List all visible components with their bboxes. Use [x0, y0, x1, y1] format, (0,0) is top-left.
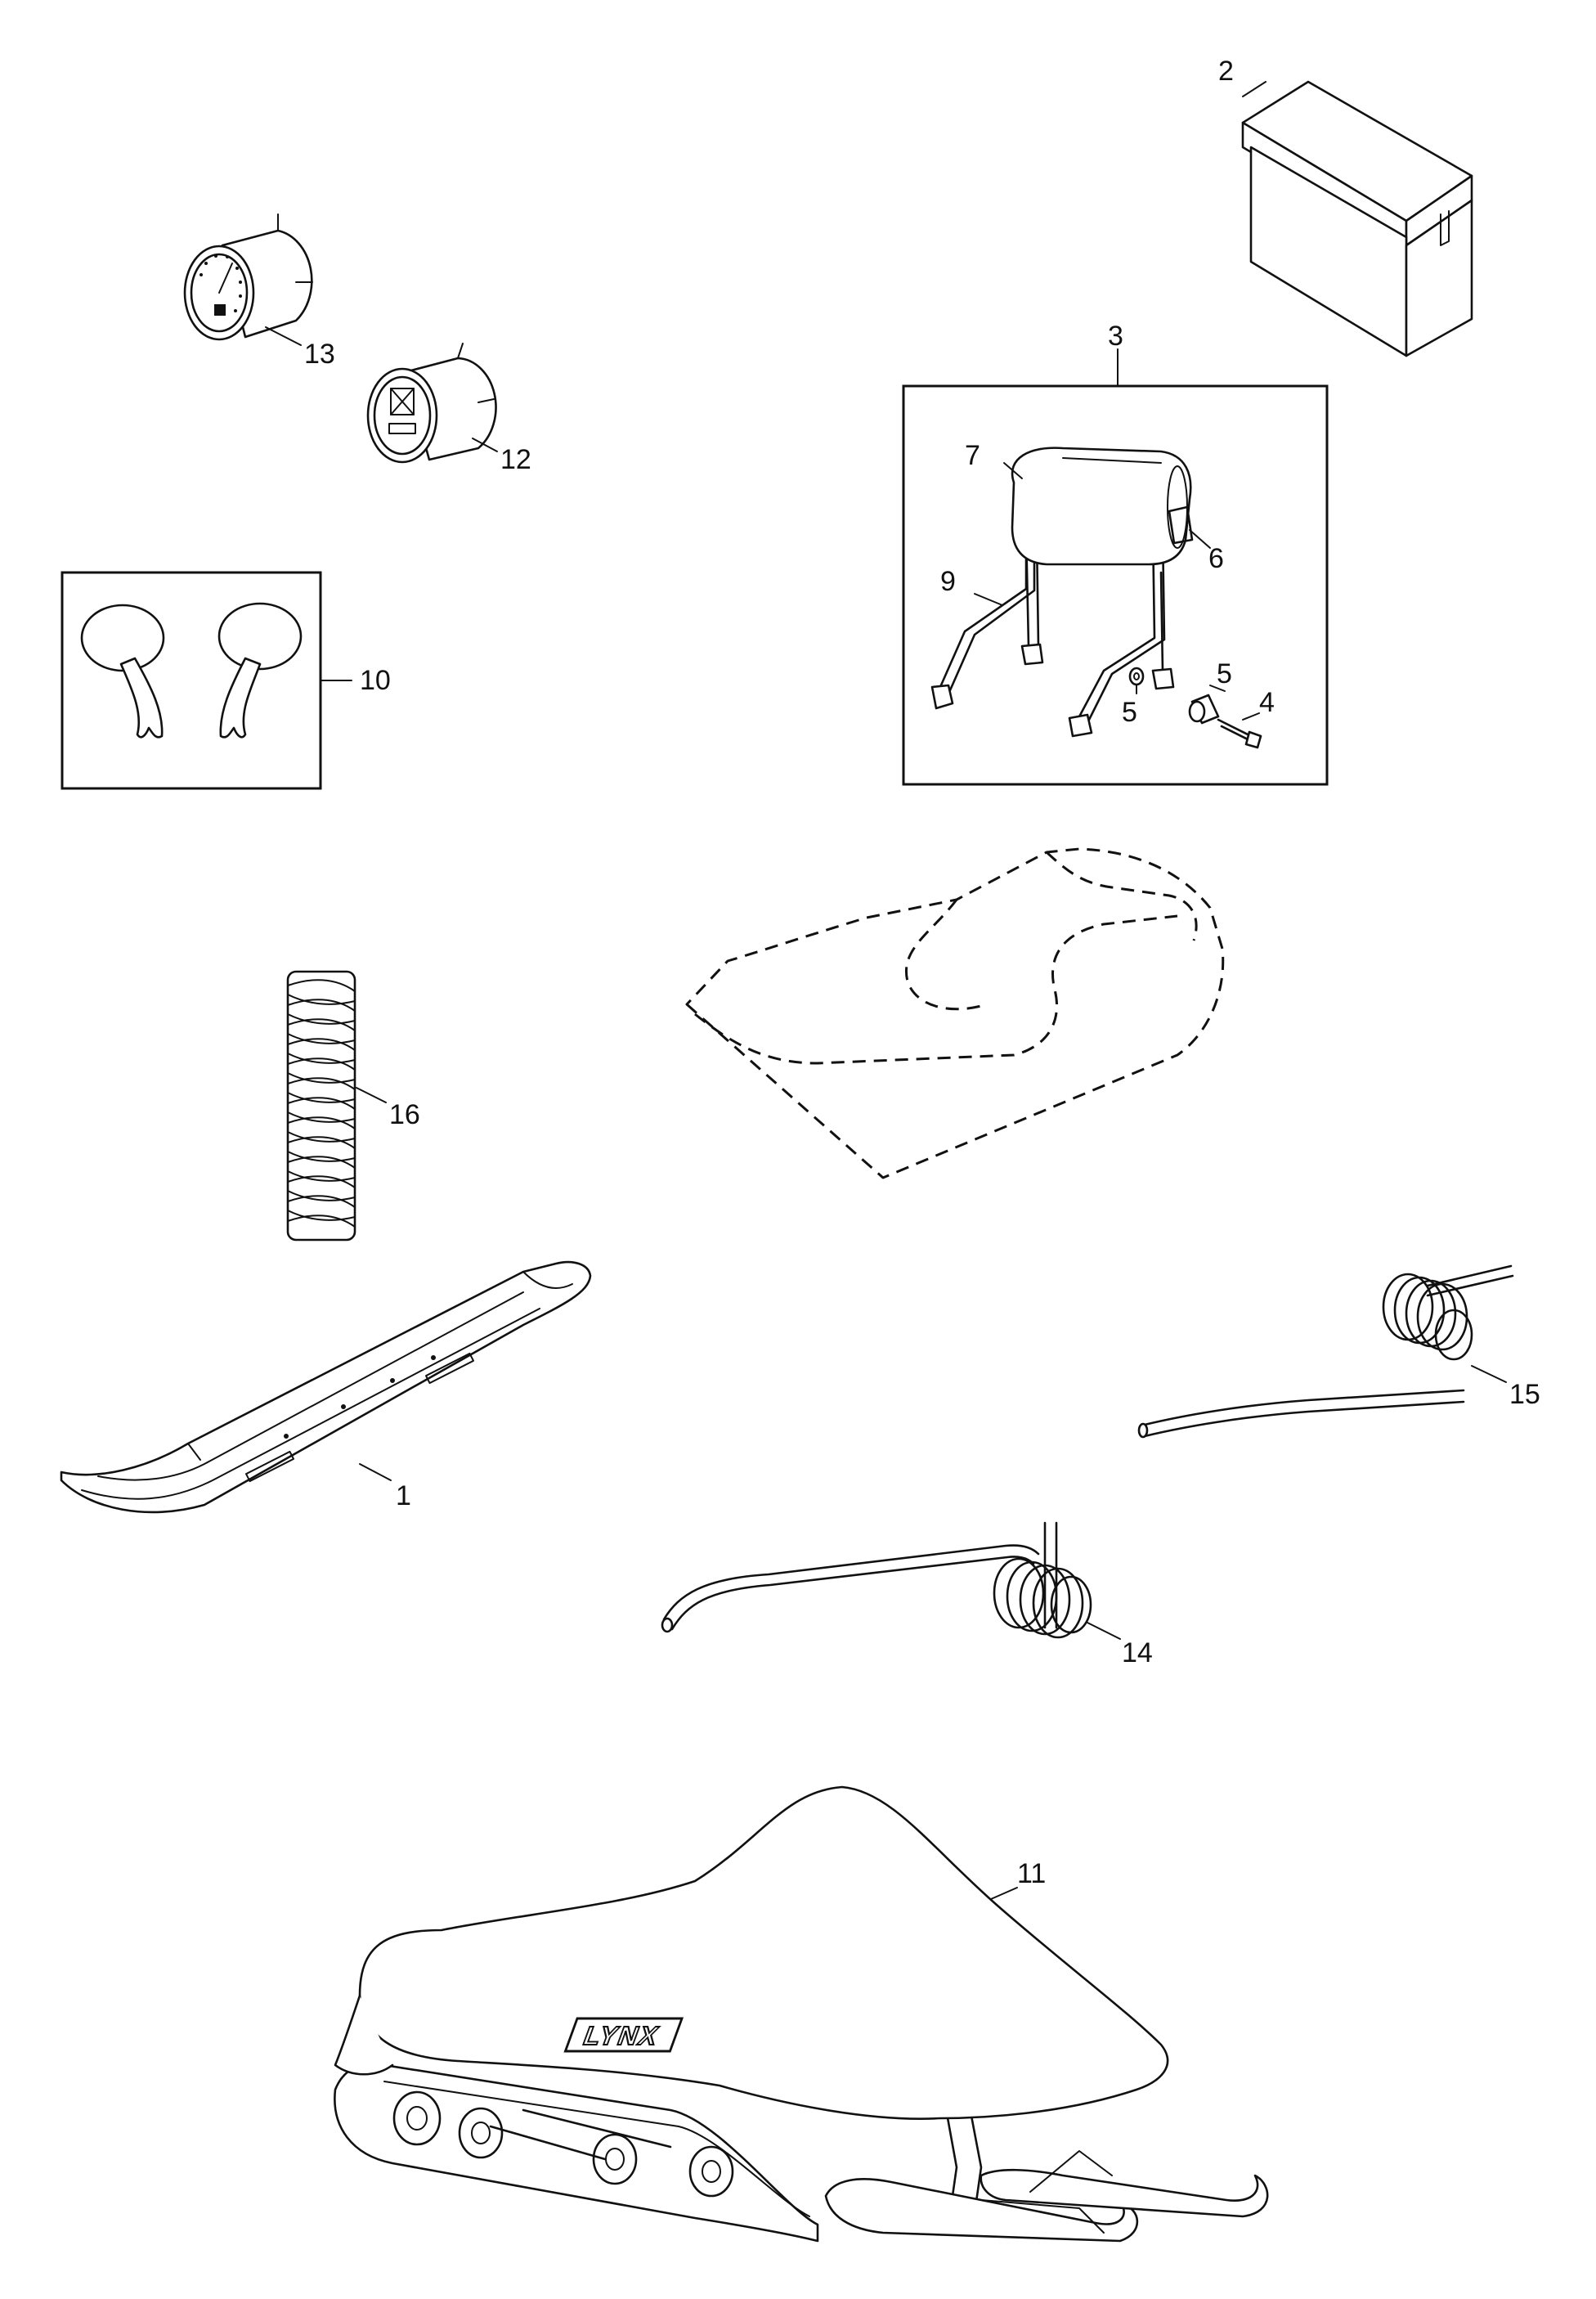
- callout-16: 16: [389, 1099, 420, 1130]
- callout-3: 3: [1108, 321, 1123, 352]
- callout-5b: 5: [1122, 697, 1137, 728]
- callout-1: 1: [396, 1480, 411, 1511]
- ski-icon: [60, 1260, 592, 1514]
- storage-box-icon: [1241, 80, 1473, 357]
- callout-6: 6: [1208, 543, 1224, 574]
- leader-15: [1471, 1365, 1507, 1383]
- callout-5a: 5: [1217, 658, 1232, 689]
- lynx-logo: LYNX: [563, 2017, 684, 2053]
- torsion-spring-left-icon: [661, 1521, 1092, 1639]
- callout-9: 9: [940, 566, 956, 597]
- leader-2: [1242, 81, 1266, 97]
- leader-7: [1003, 462, 1023, 479]
- backrest-cushion-icon: [1011, 447, 1192, 566]
- callout-4: 4: [1259, 687, 1275, 718]
- torsion-spring-right-icon: [1137, 1264, 1514, 1439]
- backrest-kit-icon: [930, 447, 1262, 749]
- leader-1: [359, 1463, 392, 1481]
- callout-11: 11: [1017, 1858, 1046, 1889]
- leader-5a: [1209, 685, 1226, 692]
- leader-9: [974, 593, 1003, 606]
- washer-spacer-icon: [1128, 667, 1220, 725]
- coil-spring-icon: [286, 970, 356, 1242]
- callout-13: 13: [304, 339, 335, 370]
- backrest-pad-icon: [1168, 505, 1194, 545]
- callout-7: 7: [965, 440, 980, 471]
- backrest-kit-frame: [902, 384, 1329, 786]
- callout-14: 14: [1122, 1637, 1153, 1668]
- callout-2: 2: [1218, 56, 1234, 87]
- leader-14: [1087, 1622, 1121, 1640]
- leader-16: [356, 1087, 387, 1103]
- mirror-kit-frame: [61, 571, 322, 790]
- callout-10: 10: [360, 665, 391, 696]
- gauge-icon: [366, 343, 497, 464]
- leader-13: [265, 326, 302, 346]
- tachometer-icon: [183, 213, 313, 341]
- callout-12: 12: [500, 444, 531, 475]
- leader-12: [472, 438, 498, 452]
- mirror-pair-icon: [80, 602, 303, 739]
- leader-4: [1242, 712, 1260, 721]
- snowmobile-cover-icon: LYNX: [334, 1785, 1269, 2243]
- callout-15: 15: [1509, 1379, 1540, 1410]
- leader-11: [990, 1887, 1018, 1900]
- leader-6: [1189, 529, 1211, 549]
- screw-icon: [1217, 718, 1262, 749]
- seat-outline: [685, 847, 1225, 1179]
- svg-text:LYNX: LYNX: [579, 2022, 663, 2051]
